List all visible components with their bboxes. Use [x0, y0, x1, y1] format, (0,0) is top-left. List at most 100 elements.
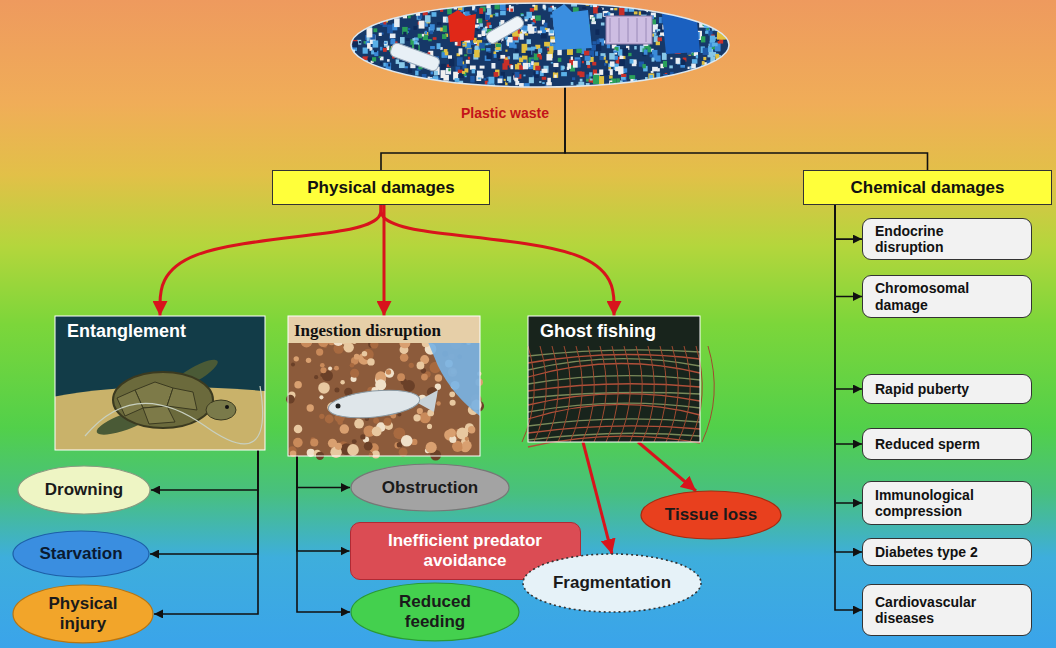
connector-group	[150, 88, 928, 614]
plastic-fragment	[467, 49, 472, 53]
plastic-fragment	[360, 12, 364, 17]
plastic-fragment	[396, 9, 400, 12]
photo-panel: Ingestion disruption	[288, 316, 480, 456]
plastic-fragment	[437, 43, 441, 49]
plastic-fragment	[692, 59, 698, 64]
plastic-fragment	[661, 83, 664, 87]
plastic-fragment	[405, 9, 410, 14]
plastic-fragment	[507, 76, 511, 82]
pebble	[372, 450, 380, 458]
plastic-fragment	[592, 41, 596, 44]
pebble	[291, 363, 295, 367]
panel-title: Entanglement	[67, 321, 186, 342]
plastic-fragment	[371, 83, 376, 90]
plastic-fragment	[654, 81, 660, 88]
plastic-fragment	[695, 7, 698, 11]
plastic-fragment	[700, 78, 704, 82]
plastic-fragment	[537, 54, 541, 57]
plastic-fragment	[642, 3, 647, 6]
plastic-fragment	[356, 14, 361, 18]
plastic-fragment	[639, 11, 642, 15]
plastic-fragment	[621, 75, 626, 80]
plastic-fragment	[419, 21, 425, 29]
plastic-fragment	[579, 72, 584, 77]
plastic-fragment	[400, 2, 403, 6]
plastic-fragment	[724, 17, 728, 23]
plastic-fragment	[408, 68, 412, 73]
plastic-fragment	[643, 82, 647, 86]
net-strand	[546, 346, 558, 442]
plastic-fragment	[589, 79, 594, 83]
plastic-fragment	[680, 65, 685, 68]
pebble	[385, 369, 394, 378]
pebble	[468, 426, 475, 433]
plastic-fragment	[536, 71, 539, 74]
plastic-fragment	[434, 71, 438, 76]
plastic-fragment	[604, 63, 606, 66]
plastic-fragment	[369, 7, 374, 11]
plastic-fragment	[497, 78, 501, 83]
plastic-fragment	[681, 60, 686, 65]
pebble	[350, 369, 359, 378]
plastic-fragment	[717, 76, 722, 83]
plastic-fragment	[483, 37, 485, 39]
node-label: Chemical damages	[850, 178, 1004, 198]
plastic-fragment	[374, 50, 377, 52]
net-strand	[666, 346, 678, 442]
connector-line	[297, 456, 350, 612]
plastic-fragment	[515, 72, 520, 78]
plastic-fragment	[395, 6, 398, 10]
plastic-fragment	[660, 86, 666, 91]
plastic-fragment	[699, 77, 705, 83]
plastic-fragment	[481, 88, 485, 95]
pebble	[417, 362, 425, 370]
plastic-fragment	[703, 57, 706, 60]
plastic-fragment	[493, 14, 495, 15]
plastic-fragment	[462, 42, 466, 47]
plastic-fragment	[530, 8, 534, 12]
red-arrow	[638, 442, 696, 491]
plastic-fragment	[655, 86, 661, 91]
plastic-fragment	[618, 66, 623, 74]
plastic-fragment	[662, 53, 667, 60]
plastic-fragment	[609, 76, 613, 79]
plastic-fragment	[470, 76, 475, 83]
ellipse-shape	[13, 585, 153, 643]
plastic-fragment	[630, 59, 634, 64]
plastic-fragment	[622, 48, 628, 56]
photo-frame	[528, 316, 700, 442]
plastic-fragment	[374, 2, 377, 6]
plastic-fragment	[486, 48, 490, 52]
plastic-fragment	[661, 86, 664, 90]
plastic-fragment	[494, 72, 499, 77]
plastic-fragment	[641, 11, 646, 15]
plastic-fragment	[535, 66, 540, 71]
plastic-fragment	[712, 9, 716, 13]
plastic-fragment	[504, 79, 506, 81]
pebble	[294, 356, 299, 361]
plastic-fragment	[462, 64, 466, 69]
plastic-fragment	[395, 75, 401, 84]
plastic-fragment	[523, 75, 525, 77]
pebble	[318, 382, 330, 394]
plastic-fragment	[663, 61, 667, 67]
plastic-fragment	[354, 62, 357, 64]
plastic-fragment	[719, 22, 721, 25]
plastic-fragment	[459, 3, 462, 5]
plastic-fragment	[464, 54, 467, 56]
plastic-fragment	[716, 23, 718, 25]
plastic-fragment	[534, 28, 536, 32]
plastic-fragment	[393, 4, 399, 9]
plastic-fragment	[392, 4, 397, 11]
ellipse-shape	[523, 554, 701, 612]
plastic-fragment	[412, 84, 415, 87]
pebble	[319, 395, 323, 399]
plastic-fragment	[392, 87, 398, 91]
plastic-fragment	[444, 3, 446, 6]
plastic-fragment	[487, 8, 491, 15]
plastic-fragment	[669, 4, 674, 10]
plastic-fragment	[462, 71, 465, 74]
pebble	[338, 420, 343, 425]
pebble	[347, 444, 359, 456]
plastic-fragment	[364, 64, 366, 67]
